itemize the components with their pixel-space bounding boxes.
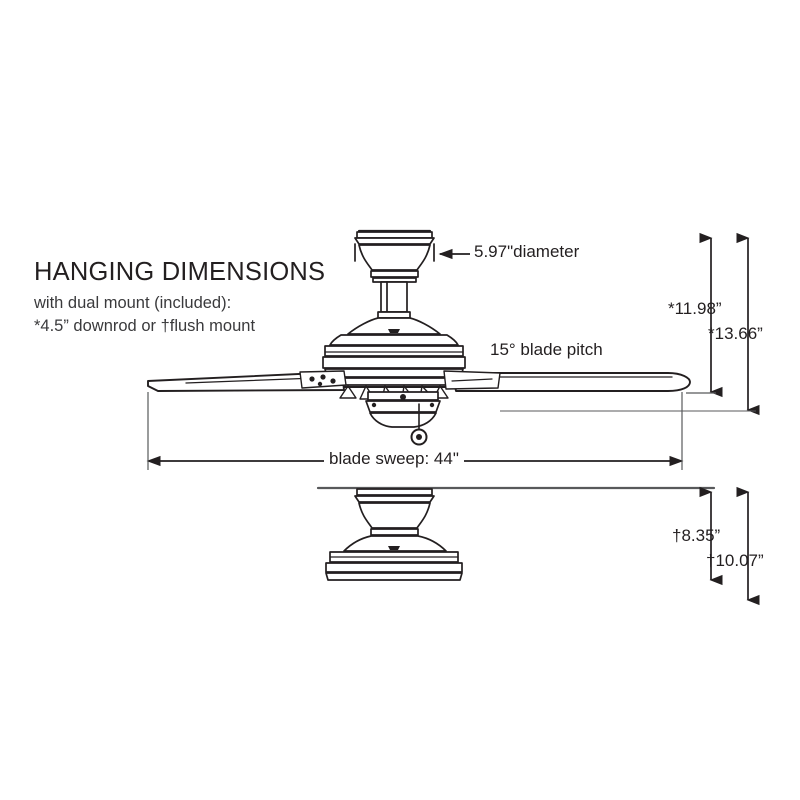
label-blade-pitch: 15° blade pitch — [490, 340, 603, 359]
page-title: HANGING DIMENSIONS — [34, 258, 326, 286]
downrod-mount-view — [147, 229, 691, 446]
dimension-height-downrod-canopy — [686, 232, 723, 398]
canopy-width-ticks — [354, 243, 435, 262]
title-subline-2: *4.5” downrod or †flush mount — [34, 316, 256, 335]
label-blade-sweep: blade sweep: 44" — [324, 450, 464, 467]
fan-blade-left — [147, 370, 347, 392]
pull-chain — [410, 403, 428, 446]
title-subline-1: with dual mount (included): — [34, 294, 232, 313]
dimension-height-downrod-overall — [500, 232, 760, 416]
flush-canopy — [354, 488, 435, 536]
flush-motor-housing — [325, 535, 463, 581]
switch-housing — [365, 391, 441, 428]
fan-blade-right — [443, 370, 691, 392]
title-block: HANGING DIMENSIONS with dual mount (incl… — [34, 258, 364, 338]
label-height-flush-overall: †10.07” — [706, 551, 764, 570]
canopy — [354, 231, 435, 283]
flush-mount-view — [316, 486, 716, 581]
label-height-downrod-canopy: *11.98” — [668, 299, 722, 318]
label-diameter: 5.97"diameter — [474, 242, 580, 261]
label-height-flush-canopy: †8.35” — [672, 526, 721, 545]
label-height-downrod-overall: *13.66” — [708, 324, 763, 343]
downrod — [377, 281, 411, 319]
